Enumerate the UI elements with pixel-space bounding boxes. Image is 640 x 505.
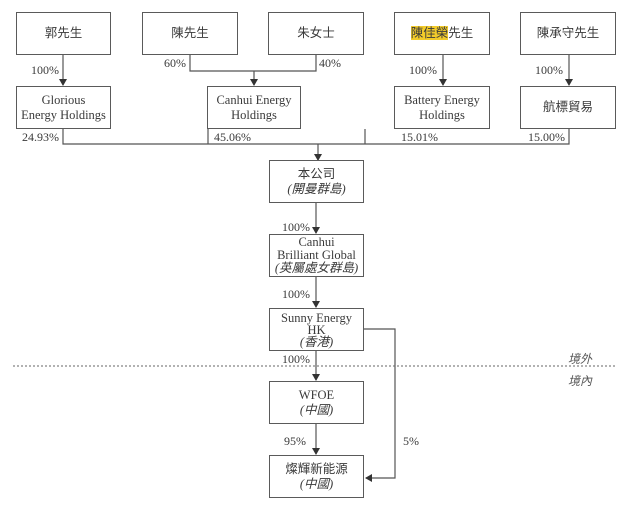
holding-line2: Energy Holdings [21,107,106,122]
pct-guo-glorious: 100% [31,63,59,77]
pct-canhui-company: 45.06% [214,130,251,144]
pct-chenchengshou-hangbiao: 100% [535,63,563,77]
shareholder-label: 陳承守先生 [536,26,600,40]
pct-chen-canhui: 60% [164,56,186,70]
shareholder-label-wrap: 陳佳榮先生 [410,26,474,41]
company-name: 本公司 [297,166,336,181]
pct-company-brilliant: 100% [282,220,310,234]
pct-chenjiarong-battery: 100% [409,63,437,77]
sunny-jurisdiction: (香港) [299,334,334,349]
shareholder-chen: 陳先生 [142,12,238,55]
canhui-new-energy-box: 燦輝新能源 (中國) [269,455,364,498]
wfoe-line1: WFOE [298,387,335,402]
holding-canhui-energy: Canhui Energy Holdings [207,86,301,129]
holding-line1: 航標貿易 [542,100,593,114]
holding-battery-energy: Battery Energy Holdings [394,86,490,129]
region-offshore-label: 境外 [568,352,593,366]
canhui-brilliant-box: Canhui Brilliant Global (英屬處女群島) [269,234,364,277]
shareholder-chen-chengshou: 陳承守先生 [520,12,616,55]
holding-line1: Battery Energy [404,92,480,107]
shareholder-guo: 郭先生 [16,12,111,55]
sunny-energy-box: Sunny Energy HK (香港) [269,308,364,351]
sunny-line1: Sunny Energy [281,310,352,325]
pct-zhu-canhui: 40% [319,56,341,70]
pct-hangbiao-company: 15.00% [528,130,565,144]
pct-wfoe-newenergy: 95% [284,434,306,448]
holding-hangbiao: 航標貿易 [520,86,616,129]
pct-glorious-company: 24.93% [22,130,59,144]
shareholder-label: 郭先生 [44,26,83,40]
company-box: 本公司 (開曼群島) [269,160,364,203]
wfoe-jurisdiction: (中國) [299,402,334,417]
region-onshore-label: 境內 [568,374,593,388]
name-suffix: 先生 [448,26,474,40]
sunny-line2: HK [307,322,326,337]
arrow-sunny-newenergy [364,328,396,482]
shareholder-zhu: 朱女士 [268,12,364,55]
shareholder-label: 朱女士 [297,26,335,40]
wfoe-box: WFOE (中國) [269,381,364,424]
holding-line1: Glorious [41,92,86,107]
brilliant-jurisdiction: (英屬處女群島) [274,261,359,275]
line-holdings-join [62,129,570,145]
holding-line1: Canhui Energy [216,92,292,107]
shareholder-label: 陳先生 [171,26,209,40]
holding-line2: Holdings [231,107,277,122]
pct-sunny-newenergy: 5% [403,434,419,448]
holding-line2: Holdings [419,107,465,122]
line-chen-zhu-join [189,55,317,72]
newenergy-jurisdiction: (中國) [299,476,334,491]
brilliant-line2: Brilliant Global [277,248,356,262]
shareholder-chen-jiarong: 陳佳榮先生 [394,12,490,55]
newenergy-line1: 燦輝新能源 [285,461,348,476]
highlighted-name: 陳佳榮 [410,26,449,40]
pct-battery-company: 15.01% [401,130,438,144]
pct-sunny-wfoe: 100% [282,352,310,366]
holding-glorious: Glorious Energy Holdings [16,86,111,129]
company-jurisdiction: (開曼群島) [287,181,346,196]
pct-brilliant-sunny: 100% [282,287,310,301]
brilliant-line1: Canhui [298,235,335,249]
